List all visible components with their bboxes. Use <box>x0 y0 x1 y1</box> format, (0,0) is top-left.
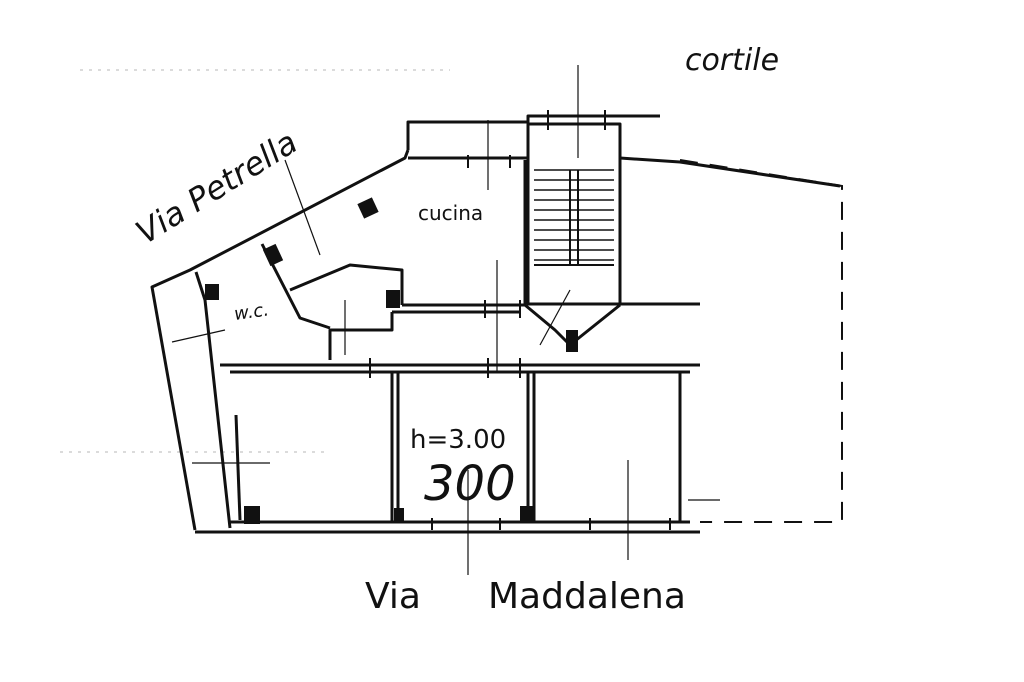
courtyard-outline <box>679 159 843 523</box>
courtyard-label: cortile <box>685 43 779 78</box>
inner-walls <box>234 160 700 522</box>
window-marks <box>369 110 671 530</box>
room-number-label: 300 <box>424 456 516 512</box>
stair-treads <box>534 169 614 266</box>
pillars <box>205 197 578 524</box>
street-front-via: Via <box>365 576 421 617</box>
section-lines <box>171 65 720 575</box>
street-front-name: Maddalena <box>488 576 686 617</box>
faint-guide-lines <box>60 69 450 453</box>
height-label: h=3.00 <box>410 425 506 455</box>
street-side-label: Via Petrella <box>129 123 304 252</box>
outer-walls <box>150 114 841 534</box>
kitchen-label: cucina <box>418 201 483 225</box>
toilet-label: w.c. <box>233 299 271 325</box>
